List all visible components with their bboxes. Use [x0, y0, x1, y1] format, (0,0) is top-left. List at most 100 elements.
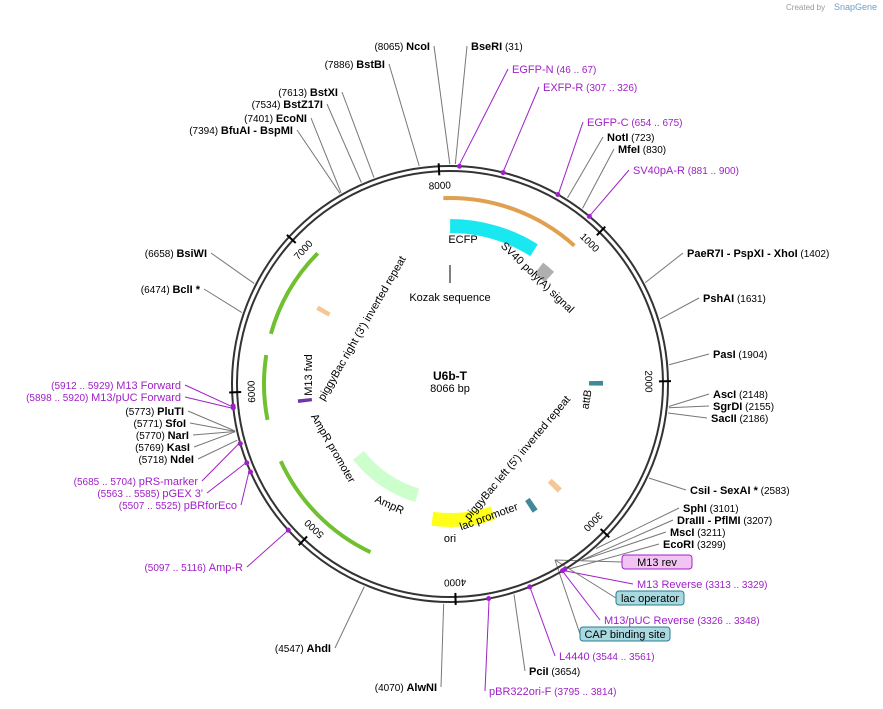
leader-noti [567, 136, 604, 199]
feature-piggybac-left-5-inverted-repeat [547, 478, 562, 493]
primer-leader-egfp-c [558, 121, 584, 193]
feature-label-m13-fwd: M13 fwd [303, 354, 315, 396]
leader-nari [192, 431, 236, 436]
site-sfoi: (5771) SfoI [134, 418, 186, 430]
leader-bcli [203, 288, 243, 313]
site-sphi: SphI (3101) [683, 503, 739, 515]
primer-leader-amp-r [246, 531, 288, 568]
feature-label-ori: ori [444, 533, 456, 545]
site-bfuai-bspmi: (7394) BfuAI - BspMI [189, 125, 293, 137]
primer-leader-m13-puc-forward [184, 396, 232, 409]
site-kasi: (5769) KasI [135, 442, 190, 454]
primer-mark-amp-r [285, 527, 291, 533]
primer-pbr322ori-f: pBR322ori-F (3795 .. 3814) [489, 686, 616, 698]
feature-ampr [352, 450, 420, 503]
primer-mark-pgex-3 [244, 460, 250, 466]
leader-mfei [582, 148, 615, 209]
backbone [231, 165, 669, 603]
primer-mark-exfp-r [500, 170, 506, 176]
box-label-m13-rev: M13 rev [637, 557, 677, 569]
box-label-lac-operator: lac operator [621, 593, 679, 605]
leader-sgrdi [668, 405, 710, 409]
site-ndei: (5718) NdeI [138, 454, 194, 466]
site-asci: AscI (2148) [713, 389, 768, 401]
plasmid-length: 8066 bp [430, 383, 470, 395]
primer-sv40pa-r: SV40pA-R (881 .. 900) [633, 165, 739, 177]
primer-mark-m13-forward [230, 403, 236, 409]
tick-5000 [298, 535, 308, 546]
site-econi: (7401) EcoNI [244, 113, 307, 125]
primer-pgex-3: (5563 .. 5585) pGEX 3' [97, 488, 203, 500]
primer-mark-egfp-n [457, 163, 463, 169]
leader-paer7i-pspxi-xhoi [644, 252, 684, 284]
feature-ampr-promoter [319, 455, 338, 474]
site-ecori: EcoRI (3299) [663, 539, 726, 551]
tick-7000 [286, 234, 297, 244]
primer-mark-pbr322ori-f [486, 596, 492, 602]
primer-egfp-n: EGFP-N (46 .. 67) [512, 64, 596, 76]
backbone-inner-ring [236, 170, 664, 598]
leader-ndei [197, 439, 238, 460]
site-bstxi: (7613) BstXI [278, 87, 338, 99]
leader-bfuai-bspmi [296, 129, 341, 194]
box-leader-m13-rev [554, 559, 623, 563]
primer-m13-forward: (5912 .. 5929) M13 Forward [51, 380, 181, 392]
leader-bstbi [388, 63, 420, 167]
primer-leader-l4440 [530, 588, 556, 657]
feature-label-kozak-sequence: Kozak sequence [409, 292, 490, 304]
feature-label-ampr: AmpR [373, 493, 406, 517]
leader-msci [581, 531, 667, 561]
primer-exfp-r: EXFP-R (307 .. 326) [543, 82, 637, 94]
tick-3000 [599, 528, 610, 538]
site-ahdi: (4547) AhdI [275, 643, 331, 655]
feature-piggybac-right-3-inverted-repeat [316, 305, 331, 317]
site-sacii: SacII (2186) [711, 413, 768, 425]
feature-label-attb: attB [579, 389, 594, 410]
tick-1000 [596, 226, 606, 236]
primer-mark-m13-puc-reverse [559, 568, 565, 574]
feature-label-ecfp: ECFP [448, 234, 477, 246]
site-alwni: (4070) AlwNI [375, 682, 437, 694]
site-bstz17i: (7534) BstZ17I [252, 99, 323, 111]
tick-label-4000: 4000 [443, 576, 466, 588]
feature-label-sv40-poly-a-signal: SV40 poly(A) signal [498, 240, 576, 316]
feature-ori [431, 506, 496, 527]
primer-mark-prs-marker [237, 441, 243, 447]
backbone-outer-ring [231, 165, 669, 603]
leader-ecori [568, 543, 660, 570]
feature-label-piggybac-right-3-inverted-repeat: piggyBac right (3') inverted repeat [316, 254, 409, 403]
leader-kasi [193, 431, 236, 448]
leader-sfoi [189, 422, 236, 432]
site-bsiwi: (6658) BsiWI [145, 248, 207, 260]
leader-bsiwi [210, 252, 255, 284]
site-msci: MscI (3211) [670, 527, 725, 539]
feature-lac-promoter [525, 497, 538, 513]
site-mfei: MfeI (830) [618, 144, 666, 156]
box-lac-operator [615, 590, 685, 606]
site-bseri: BseRI (31) [471, 41, 523, 53]
primer-leader-m13-puc-reverse [563, 572, 601, 621]
leader-ncoi [433, 45, 451, 165]
leader-sphi [595, 507, 680, 549]
leader-alwni [440, 603, 445, 688]
plasmid-name: U6b-T [433, 369, 468, 383]
site-draiii-pflmi: DraIII - PflMI (3207) [677, 515, 772, 527]
leader-pasi [669, 353, 710, 366]
primer-leader-prs-marker [201, 443, 239, 482]
site-ncoi: (8065) NcoI [374, 41, 430, 53]
primer-mark-sv40pa-r [586, 213, 592, 219]
primer-mark-pbrforeco [248, 469, 254, 475]
primer-egfp-c: EGFP-C (654 .. 675) [587, 117, 682, 129]
site-pluti: (5773) PluTI [125, 406, 184, 418]
orf-arrow-2 [262, 354, 270, 421]
feature-label-ampr-promoter: AmpR promoter [308, 412, 357, 486]
tick-label-8000: 8000 [428, 180, 451, 192]
leader-pshai [659, 297, 700, 320]
orf-arrow-3 [278, 460, 372, 554]
leader-ahdi [334, 586, 365, 649]
feature-label-piggybac-left-5-inverted-repeat: piggyBac left (5') inverted repeat [462, 394, 573, 523]
primer-m13-reverse: M13 Reverse (3313 .. 3329) [637, 579, 767, 591]
credit-brand: SnapGene [834, 2, 877, 12]
site-bcli: (6474) BclI * [141, 284, 201, 296]
